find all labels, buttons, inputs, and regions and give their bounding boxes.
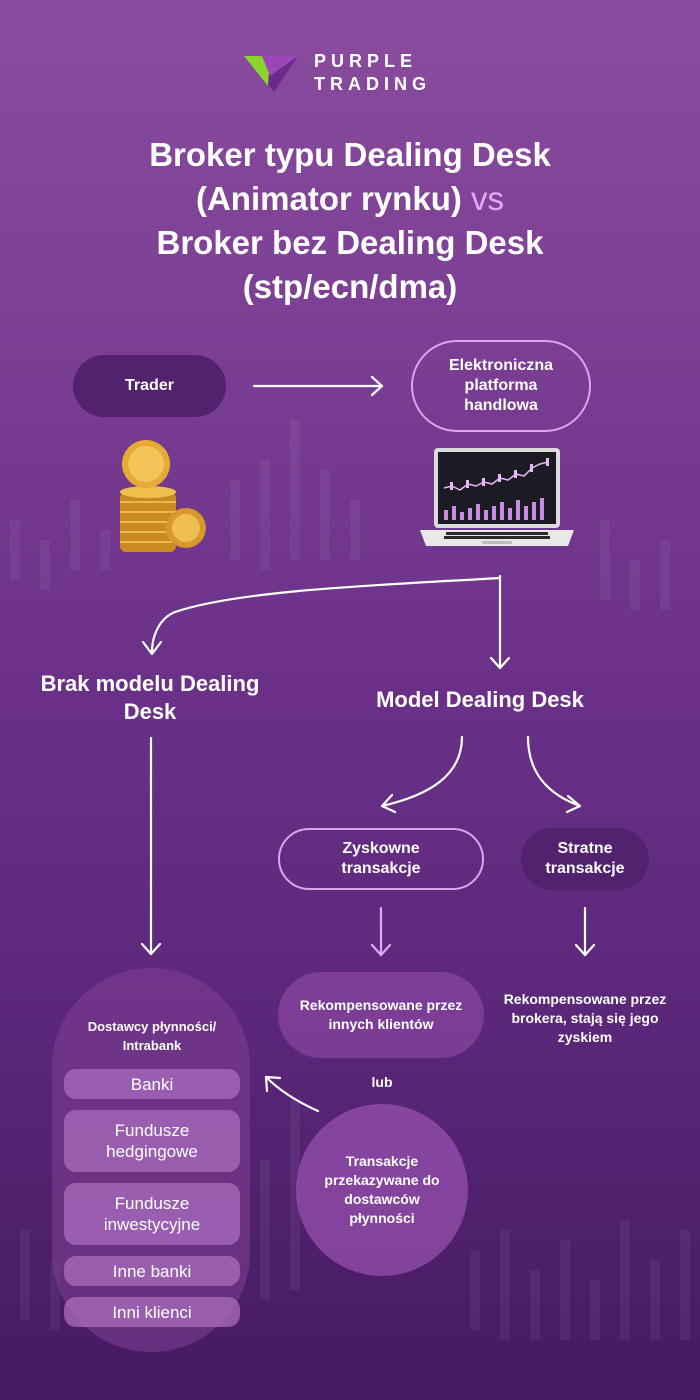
title-line-3: Broker bez Dealing Desk [156,224,544,261]
arrow-profitable-to-clients [370,906,392,957]
purple-trading-logo-mark-icon [244,56,298,92]
profitable-transactions-pill: Zyskowne transakcje [278,828,484,890]
liquidity-item-other-banks: Inne banki [64,1256,240,1286]
arrow-trader-to-platform [252,375,384,397]
title-line-1: Broker typu Dealing Desk [149,136,551,173]
platform-pill: Elektroniczna platforma handlowa [411,340,591,432]
title-vs: vs [471,180,505,217]
page-title: Broker typu Dealing Desk (Animator rynku… [40,133,660,309]
arrow-circle-to-liquidity [264,1075,320,1113]
liquidity-item-other-clients: Inni klienci [64,1297,240,1327]
passed-to-liquidity-providers-circle: Transakcje przekazywane do dostawców pły… [296,1104,468,1276]
no-dealing-desk-heading: Brak modelu Dealing Desk [40,671,260,724]
arrow-dd-to-profitable [380,735,464,814]
dealing-desk-model-heading: Model Dealing Desk [376,687,584,712]
platform-label: Elektroniczna platforma handlowa [448,357,554,414]
compensated-by-broker-label: Rekompensowane przez brokera, stają się … [503,991,667,1045]
compensated-by-clients-box: Rekompensowane przez innych klientów [278,972,484,1058]
title-line-4: (stp/ecn/dma) [242,268,458,305]
logo: PURPLE TRADING [244,50,474,102]
logo-line-1: PURPLE [314,51,418,71]
liquidity-item-hedge-funds: Fundusze hedgingowe [64,1110,240,1172]
profitable-label: Zyskowne transakcje [341,840,421,877]
trader-pill: Trader [73,355,226,417]
arrow-dd-to-losing [526,735,582,814]
or-label: lub [371,1074,393,1090]
title-line-2: (Animator rynku) [195,180,462,217]
liquidity-item-investment-funds: Fundusze inwestycyjne [64,1183,240,1245]
liquidity-item-banks: Banki [64,1069,240,1099]
losing-transactions-pill: Stratne transakcje [521,828,649,890]
arrow-no-dd-to-liquidity [140,736,162,956]
arrow-losing-to-broker [574,906,596,957]
laptop-trading-chart-icon [420,448,574,546]
trader-label: Trader [125,377,174,394]
arrow-platform-to-no-dd [141,576,502,656]
compensated-by-clients-label: Rekompensowane przez innych klientów [299,997,463,1032]
losing-label: Stratne transakcje [545,840,625,877]
logo-line-2: TRADING [314,74,431,94]
liquidity-providers-title: Dostawcy płynności/ Intrabank [87,1019,217,1053]
gold-coins-icon [120,440,206,552]
arrow-platform-to-dd-model [489,574,511,670]
passed-to-liquidity-providers-label: Transakcje przekazywane do dostawców pły… [324,1153,440,1226]
